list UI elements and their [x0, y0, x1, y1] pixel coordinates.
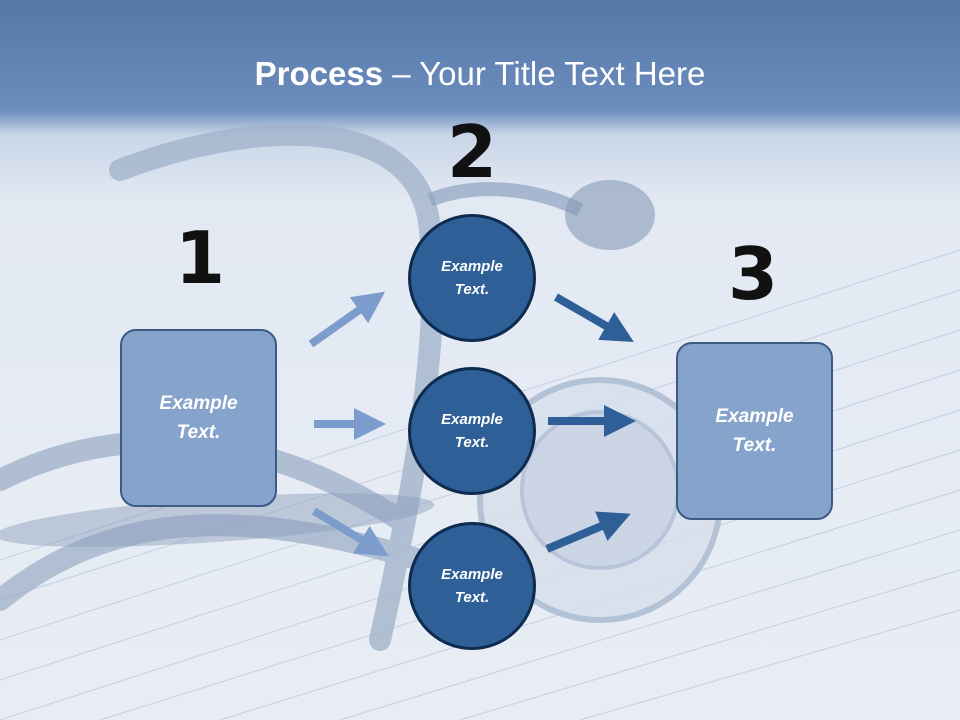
step-3-text-line1: Example [715, 406, 794, 427]
circle-middle-text-line2: Text. [454, 434, 490, 451]
slide-title: Process – Your Title Text Here [0, 52, 960, 96]
circle-bottom-text-line1: Example [441, 566, 503, 583]
title-rest: – Your Title Text Here [383, 55, 706, 92]
step-1-box: Example Text. [120, 329, 277, 507]
title-bold: Process [254, 55, 384, 92]
step-3-text-line2: Text. [732, 435, 777, 456]
step-3-box: Example Text. [676, 342, 833, 520]
step-number-1: 1 [174, 216, 226, 300]
step-number-3: 3 [727, 232, 779, 316]
step-1-text-line2: Text. [176, 422, 221, 443]
arrow-from-circle-top [553, 293, 634, 343]
arrow-to-circle-top [308, 291, 386, 348]
arrow-to-circle-bottom [311, 507, 389, 557]
step-2-circle-top: Example Text. [408, 214, 536, 342]
circle-top-text-line1: Example [441, 258, 503, 275]
circle-middle-text-line1: Example [441, 411, 503, 428]
step-2-circle-middle: Example Text. [408, 367, 536, 495]
arrow-from-circle-bottom [545, 511, 631, 553]
circle-top-text-line2: Text. [454, 281, 490, 298]
step-number-2: 2 [446, 110, 498, 194]
step-1-text-line1: Example [159, 393, 238, 414]
step-2-circle-bottom: Example Text. [408, 522, 536, 650]
circle-bottom-text-line2: Text. [454, 589, 490, 606]
